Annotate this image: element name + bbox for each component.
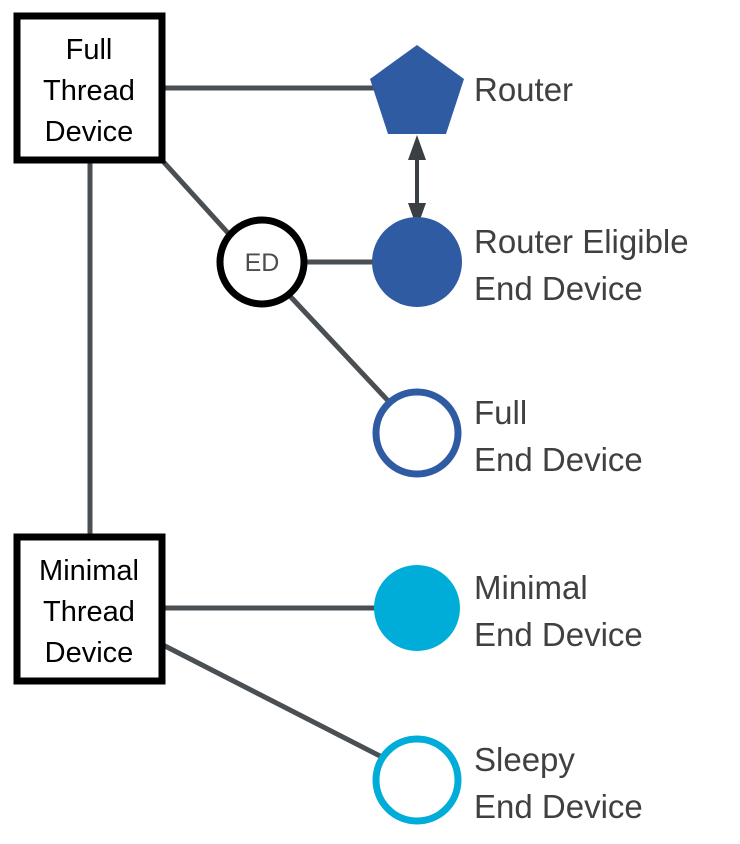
full-thread-device-box[interactable]: [13, 12, 166, 164]
full-end-device-label-line-1: Full: [474, 394, 527, 431]
minimal-end-device-label-line-1: Minimal: [474, 569, 588, 606]
node-full-thread-device[interactable]: Full Thread Device: [13, 12, 166, 164]
arrow-head-down: [408, 203, 426, 228]
connector-ed-to-fed: [286, 292, 394, 407]
router-eligible-end-device-label-line-1: Router Eligible: [474, 223, 689, 260]
full-thread-device-line-3: Device: [45, 116, 134, 148]
legend-item-full-end-device[interactable]: Full End Device: [372, 388, 643, 478]
minimal-end-device-circle-icon[interactable]: [374, 565, 460, 651]
full-thread-device-line-1: Full: [66, 34, 113, 66]
full-thread-device-line-2: Thread: [43, 75, 135, 107]
router-eligible-end-device-circle-icon[interactable]: [372, 217, 462, 307]
node-minimal-thread-device[interactable]: Minimal Thread Device: [13, 533, 166, 685]
minimal-thread-device-line-3: Device: [45, 637, 134, 669]
full-end-device-label-line-2: End Device: [474, 441, 643, 478]
end-device-label: ED: [245, 249, 280, 277]
legend-item-sleepy-end-device[interactable]: Sleepy End Device: [372, 735, 643, 825]
minimal-thread-device-line-1: Minimal: [39, 555, 139, 587]
end-device-circle[interactable]: [216, 216, 308, 308]
legend-item-router-eligible-end-device[interactable]: Router Eligible End Device: [372, 217, 689, 307]
router-pentagon-icon[interactable]: [370, 45, 464, 134]
connector-mtd-to-sed: [161, 642, 384, 760]
arrow-head-up: [408, 135, 426, 160]
minimal-thread-device-box[interactable]: [13, 533, 166, 685]
connectors-layer: [87, 85, 394, 760]
sleepy-end-device-circle-icon[interactable]: [372, 735, 462, 825]
minimal-end-device-label-line-2: End Device: [474, 616, 643, 653]
connector-ftd-to-ed: [158, 156, 230, 235]
minimal-thread-device-line-2: Thread: [43, 596, 135, 628]
full-end-device-circle-icon[interactable]: [372, 388, 462, 478]
sleepy-end-device-label-line-1: Sleepy: [474, 741, 575, 778]
legend-item-router[interactable]: Router: [370, 45, 573, 134]
sleepy-end-device-label-line-2: End Device: [474, 788, 643, 825]
node-end-device[interactable]: ED: [216, 216, 308, 308]
router-eligible-end-device-label-line-2: End Device: [474, 270, 643, 307]
legend-item-minimal-end-device[interactable]: Minimal End Device: [374, 565, 643, 653]
router-label-line-1: Router: [474, 71, 573, 108]
connector-router-reed-arrow: [408, 135, 426, 228]
